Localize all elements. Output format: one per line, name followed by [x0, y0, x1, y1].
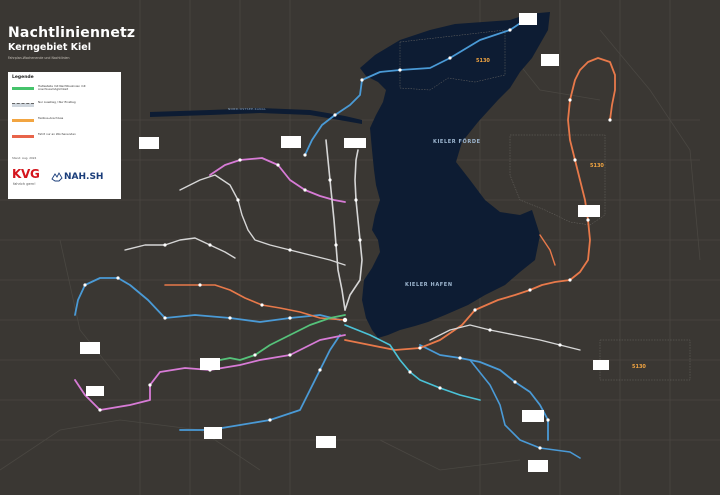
line-blue-south [179, 334, 341, 431]
legend-panel: Legende Haltestelle mit Nachtbuslinien m… [8, 72, 121, 199]
legend-date: Stand: Aug. 2024 [12, 156, 37, 160]
zone-badge-southeast: 5130 [632, 364, 646, 370]
kanal-label: NORD-OSTSEE-KANAL [228, 107, 266, 111]
legend-text-3: Taxibus-Anschluss [38, 116, 64, 120]
legend-text-4: Fahrt nur an Wochenenden [38, 132, 76, 136]
legend-swatch-2 [12, 103, 34, 107]
foerde-label-1: KIELER FÖRDE [433, 138, 481, 145]
station-hauptbahnhof [342, 317, 348, 323]
line-blue-southeast [469, 359, 581, 459]
legend-title: Legende [12, 75, 34, 80]
kvg-logo: KVG fahrich gern! [12, 167, 50, 193]
line-green [219, 314, 346, 361]
line-orange [344, 57, 616, 351]
legend-swatch-1 [12, 87, 34, 90]
line-blue-north [304, 19, 526, 156]
transit-lines [74, 19, 616, 459]
line-white-4 [124, 237, 236, 259]
legend-row-2: Nur Ausstieg / Nur Einstieg [12, 100, 117, 115]
nahsh-icon [51, 172, 63, 182]
title-block: Nachtliniennetz Kerngebiet Kiel Fahrplan… [8, 25, 135, 60]
line-orange-west [164, 284, 346, 321]
water-bodies [150, 12, 550, 338]
zone-badge-north: 5130 [476, 58, 490, 64]
kvg-tagline: fahrich gern! [13, 182, 36, 186]
line-blue-east [419, 344, 549, 441]
legend-row-3: Taxibus-Anschluss [12, 116, 117, 131]
stations [83, 28, 612, 450]
line-white-1 [325, 139, 346, 311]
page-subtitle: Kerngebiet Kiel [8, 42, 91, 53]
line-cyan [344, 324, 481, 401]
line-pink [209, 157, 346, 203]
zone-badge-east: 5130 [590, 163, 604, 169]
kieler-foerde-water [360, 12, 550, 338]
line-white-2 [344, 149, 363, 311]
hafen-label: KIELER HAFEN [405, 282, 453, 288]
legend-row-4: Fahrt nur an Wochenenden [12, 132, 117, 147]
legend-swatch-3 [12, 119, 34, 122]
line-blue-west [74, 277, 341, 323]
kvg-logo-text: KVG [12, 167, 40, 181]
legend-text-2: Nur Ausstieg / Nur Einstieg [38, 100, 76, 104]
legend-swatch-4 [12, 135, 34, 138]
line-orange-east [539, 234, 556, 266]
nahsh-logo: NAH.SH [64, 172, 104, 182]
line-white-east [429, 324, 581, 351]
line-white-3 [179, 174, 346, 266]
terminal-boxes [80, 13, 609, 472]
legend-text-1: Haltestelle mit Nachtbuslinien mit Ansch… [38, 84, 86, 92]
kanal-water [150, 108, 362, 124]
page-title: Nachtliniennetz [8, 25, 136, 41]
page-note: Fahrplan-Wochenende und Nachtlinien [8, 56, 70, 60]
line-pink-south [74, 334, 346, 411]
legend-row-1: Haltestelle mit Nachtbuslinien mit Ansch… [12, 84, 117, 99]
